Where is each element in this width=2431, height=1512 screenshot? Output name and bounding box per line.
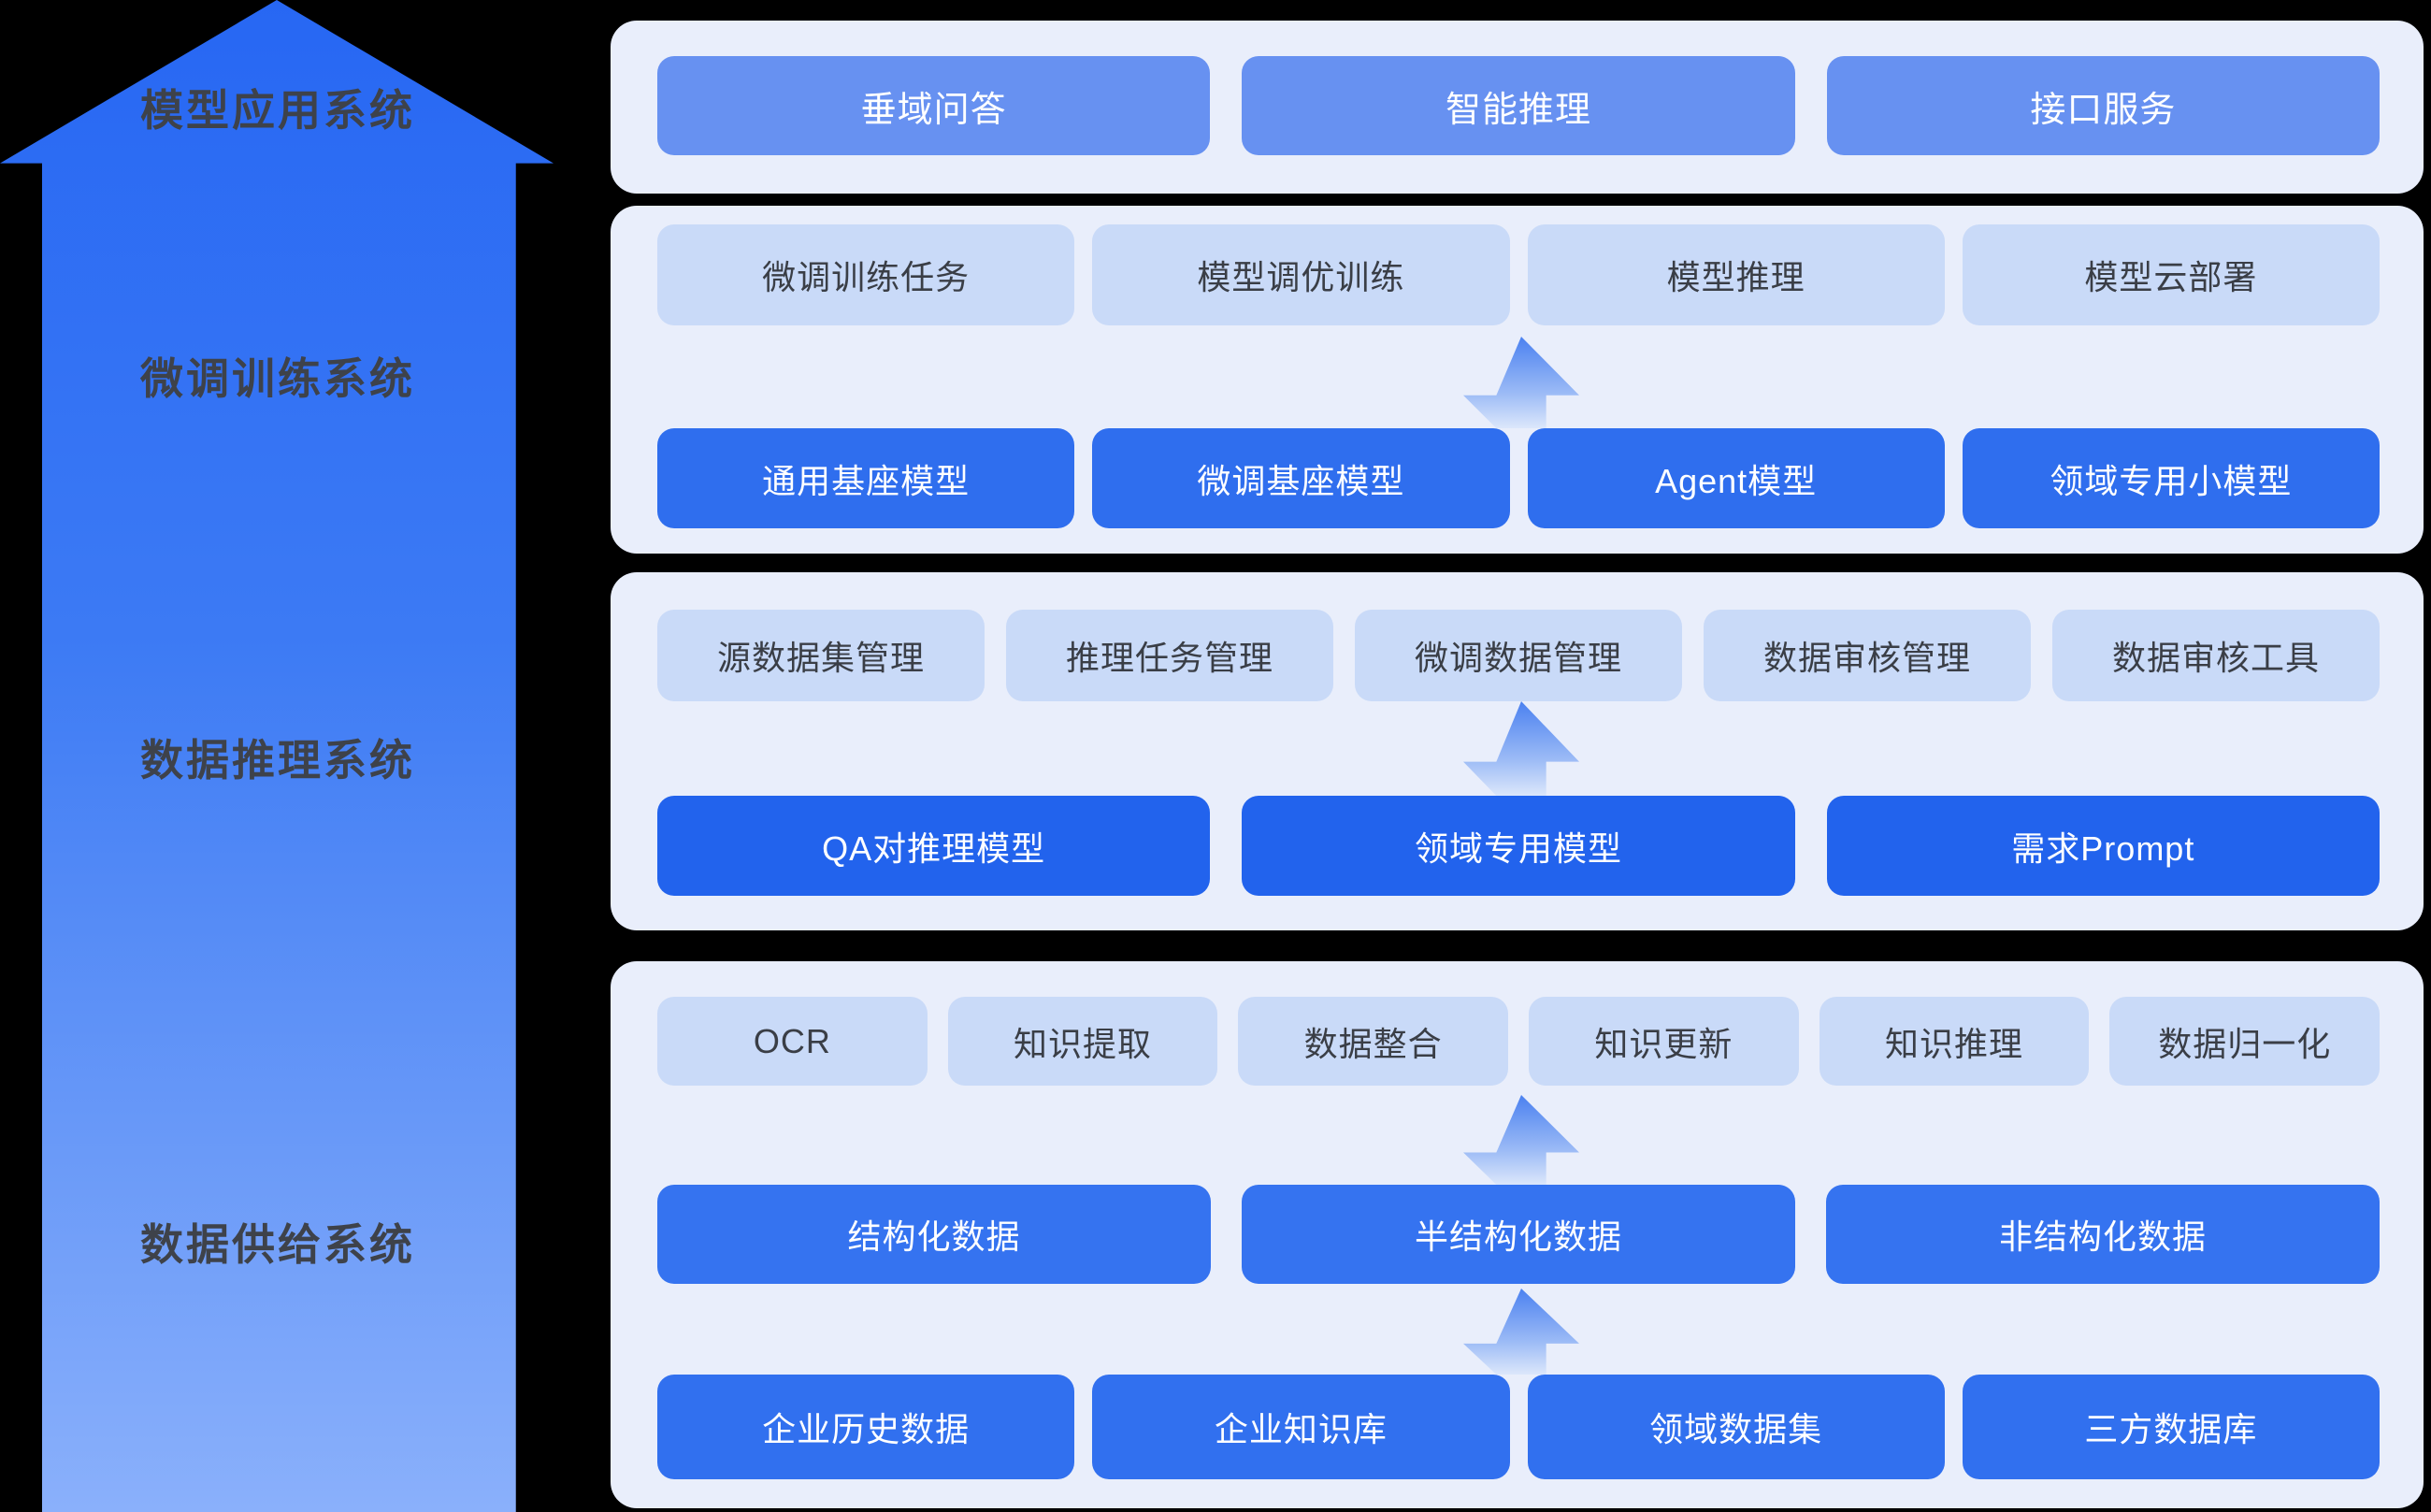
finetune-training-node-0-0: 微调训练任务 xyxy=(657,224,1075,325)
finetune-training-node-2-2: Agent模型 xyxy=(1527,428,1945,528)
up-arrow-icon xyxy=(1463,1095,1579,1185)
data-supply-node-4-0: 企业历史数据 xyxy=(657,1375,1075,1479)
data-inference-node-0-4: 数据审核工具 xyxy=(2052,610,2380,701)
finetune-training-node-2-3: 领域专用小模型 xyxy=(1962,428,2380,528)
data-supply-node-0-3: 知识更新 xyxy=(1529,997,1799,1086)
model-application-node-0-1: 智能推理 xyxy=(1242,56,1795,155)
data-supply-node-0-1: 知识提取 xyxy=(947,997,1218,1086)
finetune-training-node-0-1: 模型调优训练 xyxy=(1092,224,1510,325)
data-inference-node-0-2: 微调数据管理 xyxy=(1355,610,1682,701)
data-supply-node-4-3: 三方数据库 xyxy=(1962,1375,2380,1479)
data-inference-node-2-2: 需求Prompt xyxy=(1826,796,2380,896)
up-arrow-icon xyxy=(1463,337,1579,428)
node-row: 企业历史数据企业知识库领域数据集三方数据库 xyxy=(657,1375,2380,1479)
data-supply-node-4-1: 企业知识库 xyxy=(1092,1375,1510,1479)
data-inference-node-0-3: 数据审核管理 xyxy=(1704,610,2031,701)
main-flow-up-arrow xyxy=(0,0,554,1512)
data-supply-node-2-0: 结构化数据 xyxy=(657,1185,1211,1284)
data-supply-node-2-2: 非结构化数据 xyxy=(1826,1185,2380,1284)
data-supply-node-2-1: 半结构化数据 xyxy=(1242,1185,1795,1284)
section-label-model-application: 模型应用系统 xyxy=(140,86,415,135)
data-inference-node-0-1: 推理任务管理 xyxy=(1006,610,1333,701)
data-supply-node-4-2: 领域数据集 xyxy=(1527,1375,1945,1479)
data-supply-node-0-4: 知识推理 xyxy=(1819,997,2090,1086)
data-supply-node-0-0: OCR xyxy=(657,997,928,1086)
section-label-data-inference: 数据推理系统 xyxy=(140,736,415,785)
node-row: 源数据集管理推理任务管理微调数据管理数据审核管理数据审核工具 xyxy=(657,610,2380,701)
up-arrow-icon xyxy=(1463,1289,1579,1375)
finetune-training-node-0-2: 模型推理 xyxy=(1527,224,1945,325)
panel-data-inference: 源数据集管理推理任务管理微调数据管理数据审核管理数据审核工具 QA对推理模型领域专… xyxy=(611,572,2424,930)
node-row: 微调训练任务模型调优训练模型推理模型云部署 xyxy=(657,224,2380,325)
panel-model-application: 垂域问答智能推理接口服务 xyxy=(611,21,2424,194)
node-row: 垂域问答智能推理接口服务 xyxy=(657,56,2380,155)
data-supply-node-0-5: 数据归一化 xyxy=(2109,997,2381,1086)
finetune-training-node-2-1: 微调基座模型 xyxy=(1092,428,1510,528)
up-arrow-icon xyxy=(1463,701,1579,796)
section-label-data-supply: 数据供给系统 xyxy=(140,1220,415,1269)
data-supply-node-0-2: 数据整合 xyxy=(1238,997,1509,1086)
model-application-node-0-0: 垂域问答 xyxy=(657,56,1211,155)
data-inference-node-2-0: QA对推理模型 xyxy=(657,796,1211,896)
data-inference-node-0-0: 源数据集管理 xyxy=(657,610,985,701)
model-application-node-0-2: 接口服务 xyxy=(1826,56,2380,155)
section-label-finetune-training: 微调训练系统 xyxy=(140,354,415,403)
node-row: 结构化数据半结构化数据非结构化数据 xyxy=(657,1185,2380,1284)
data-inference-node-2-1: 领域专用模型 xyxy=(1242,796,1795,896)
node-row: QA对推理模型领域专用模型需求Prompt xyxy=(657,796,2380,896)
finetune-training-node-0-3: 模型云部署 xyxy=(1962,224,2380,325)
finetune-training-node-2-0: 通用基座模型 xyxy=(657,428,1075,528)
